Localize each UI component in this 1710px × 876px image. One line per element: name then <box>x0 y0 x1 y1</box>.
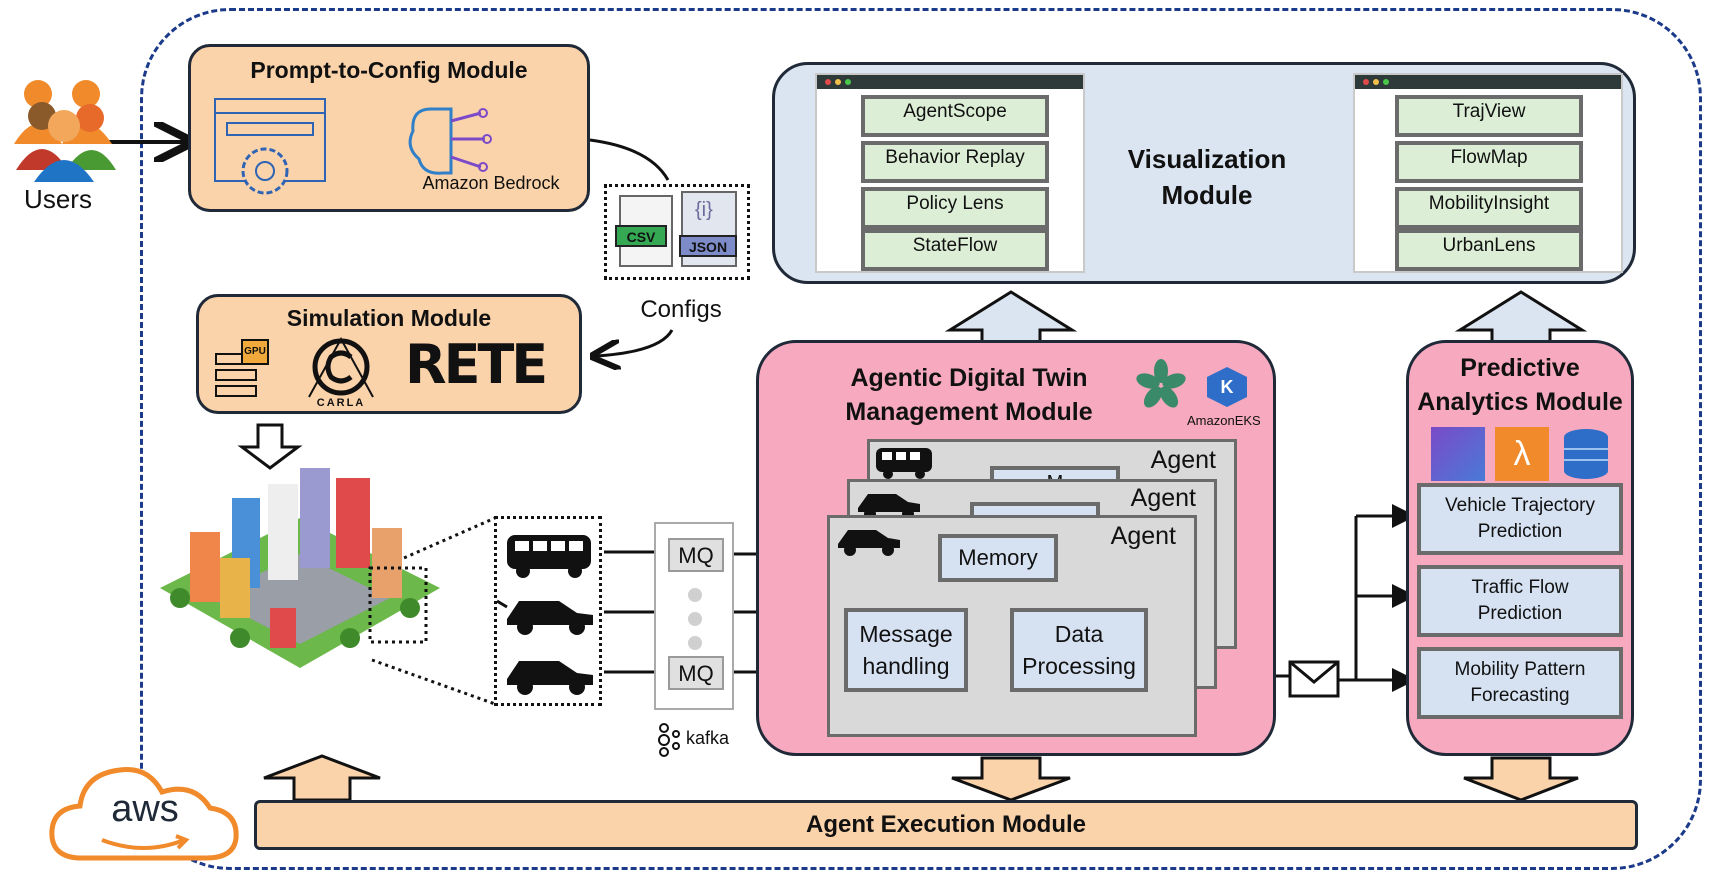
bus-icon <box>507 535 591 578</box>
zoom-line-bottom <box>371 658 496 706</box>
message-handling-box: Message handling <box>844 608 968 692</box>
data-processing-line1: Data <box>1054 621 1104 647</box>
cloud-icon <box>49 766 239 861</box>
viz-window-right: TrajView FlowMap MobilityInsight UrbanLe… <box>1353 73 1623 273</box>
data-processing-box: Data Processing <box>1010 608 1148 692</box>
adt-management-module: Agentic Digital Twin Management Module K… <box>756 340 1276 756</box>
rete-logo: RETE <box>405 333 548 396</box>
viz-window-left: AgentScope Behavior Replay Policy Lens S… <box>815 73 1085 273</box>
tool-trajview[interactable]: TrajView <box>1395 95 1583 137</box>
memory-box: Memory <box>938 534 1058 582</box>
agent-label: Agent <box>1110 522 1176 550</box>
adt-title: Agentic Digital Twin Management Module <box>779 361 1159 429</box>
traffic-flow-line1: Traffic Flow <box>1471 577 1569 598</box>
city-illustration <box>150 468 450 678</box>
data-processing-line2: Processing <box>1022 653 1136 679</box>
lambda-icon: λ <box>1495 427 1549 481</box>
tool-flowmap[interactable]: FlowMap <box>1395 141 1583 183</box>
json-brace-glyph: {i} <box>695 199 713 221</box>
visualization-module: AgentScope Behavior Replay Policy Lens S… <box>772 62 1636 284</box>
users-label: Users <box>24 184 92 214</box>
execution-up-arrow <box>263 754 381 802</box>
adt-title-line2: Management Module <box>845 398 1093 426</box>
users-group: Users <box>8 74 120 224</box>
tool-mobilityinsight[interactable]: MobilityInsight <box>1395 187 1583 229</box>
sim-down-arrow <box>237 423 303 470</box>
prompt-module-title: Prompt-to-Config Module <box>250 57 528 83</box>
visualization-title-line2: Module <box>1161 180 1253 210</box>
tool-policy-lens[interactable]: Policy Lens <box>861 187 1049 229</box>
bedrock-label: Amazon Bedrock <box>422 173 560 193</box>
vehicle-trajectory-line1: Vehicle Trajectory <box>1445 495 1595 516</box>
mobility-pattern-line1: Mobility Pattern <box>1454 659 1586 680</box>
mq-ellipsis-dot <box>688 636 702 650</box>
carla-label: CARLA <box>316 397 366 409</box>
traffic-flow-line2: Prediction <box>1477 603 1563 624</box>
csv-file-icon: CSV <box>615 195 673 267</box>
json-badge: JSON <box>679 235 737 257</box>
eks-label: AmazonEKS <box>1187 413 1261 428</box>
tool-agentscope[interactable]: AgentScope <box>861 95 1049 137</box>
users-icon <box>14 80 116 182</box>
system-boundary <box>140 8 1702 870</box>
mq-ellipsis-dot <box>688 612 702 626</box>
message-handling-line1: Message <box>859 621 953 647</box>
aws-label: aws <box>111 788 179 830</box>
kafka-logo: kafka <box>654 722 754 758</box>
message-handling-line2: handling <box>862 653 950 679</box>
agent-execution-module: Agent Execution Module <box>254 800 1638 850</box>
mq-ellipsis-dot <box>688 588 702 602</box>
predictive-analytics-module: Predictive Analytics Module λ Vehicle Tr… <box>1406 340 1634 756</box>
tool-behavior-replay[interactable]: Behavior Replay <box>861 141 1049 183</box>
agent-card-front: Agent Memory Message handling Data Proce… <box>827 515 1197 737</box>
mq-bottom: MQ <box>668 656 724 690</box>
vehicles-zoom-box <box>494 516 602 706</box>
json-file-icon: {i} JSON <box>679 191 737 267</box>
electric-car-icon <box>497 599 593 635</box>
carla-logo: CARLA <box>303 337 379 413</box>
configs-files: CSV {i} JSON <box>604 184 750 280</box>
gpu-server-icon: GPU <box>215 339 269 405</box>
gpu-chip-label: GPU <box>241 339 269 365</box>
bus-icon <box>876 448 932 479</box>
predictive-title-line1: Predictive <box>1460 354 1580 382</box>
flower-logo-icon <box>1136 359 1186 408</box>
csv-badge: CSV <box>615 225 667 247</box>
prompt-to-configs-curve <box>589 138 670 181</box>
message-queue-column: MQ MQ <box>654 522 734 710</box>
configs-label: Configs <box>640 296 722 323</box>
predictive-title: Predictive Analytics Module <box>1409 351 1631 419</box>
configs-to-sim-arrow <box>596 329 674 356</box>
sagemaker-icon <box>1431 427 1485 481</box>
simulation-module-title: Simulation Module <box>286 305 492 331</box>
predictive-title-line2: Analytics Module <box>1417 388 1623 416</box>
visualization-title-line1: Visualization <box>1127 144 1287 174</box>
agent-label: Agent <box>1150 446 1216 474</box>
dynamodb-icon <box>1559 427 1613 481</box>
predictive-down-arrow <box>1463 756 1579 802</box>
envelope-icon <box>1288 660 1340 698</box>
car-icon <box>507 661 593 695</box>
visualization-title: Visualization Module <box>1085 141 1329 213</box>
agent-label: Agent <box>1130 484 1196 512</box>
kafka-label: kafka <box>686 728 730 748</box>
adt-down-arrow <box>951 756 1071 802</box>
aws-cloud: aws <box>44 752 244 870</box>
vehicle-trajectory-line2: Prediction <box>1477 521 1563 542</box>
mq-top: MQ <box>668 538 724 572</box>
tool-urbanlens[interactable]: UrbanLens <box>1395 229 1583 271</box>
car-icon <box>838 530 900 556</box>
prompt-to-config-module: Prompt-to-Config Module Amazon Bedrock <box>188 44 590 212</box>
mobility-pattern-line2: Forecasting <box>1470 685 1570 706</box>
simulation-module: Simulation Module GPU CARLA RETE <box>196 294 582 414</box>
tool-stateflow[interactable]: StateFlow <box>861 229 1049 271</box>
config-form-icon <box>214 98 326 195</box>
bedrock-brain-icon <box>408 107 492 175</box>
adt-title-line1: Agentic Digital Twin <box>850 364 1088 392</box>
